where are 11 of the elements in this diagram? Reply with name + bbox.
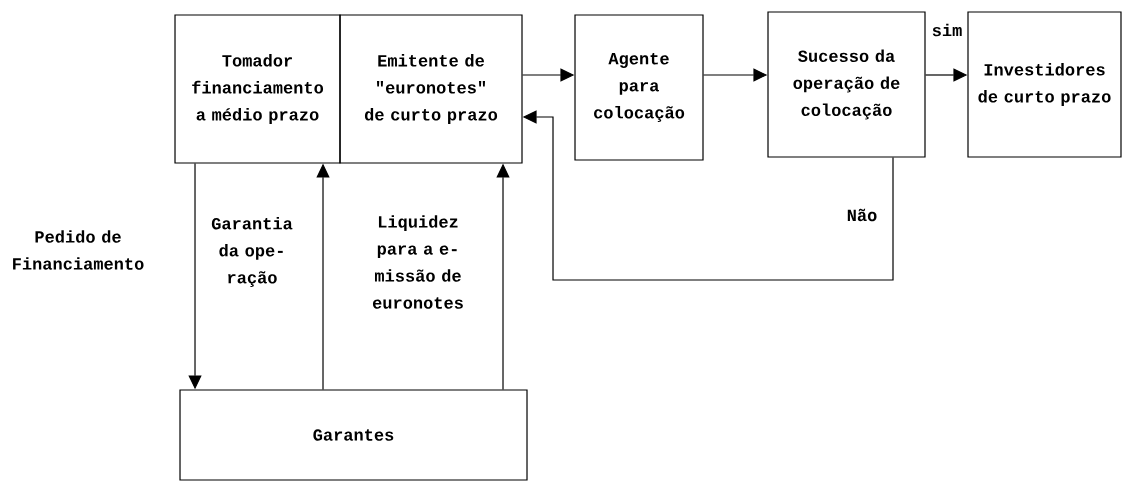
edge-label: sim [932,23,962,37]
process-box: Agente para colocação [574,14,704,161]
decision-box: Sucesso da operação de colocação [767,11,926,158]
edge-label: Não [847,208,877,222]
edge-label: Garantia da ope- ração [211,217,293,287]
edge-label: Liquidez para a e- missão de euronotes [372,215,463,309]
process-box: Emitente de "euronotes" de curto prazo [339,14,523,164]
edge-label: Pedido de Financiamento [13,230,144,270]
process-box: Investidores de curto prazo [967,11,1122,158]
process-box: Garantes [179,389,528,481]
process-box: Tomador financiamento a médio prazo [174,14,341,164]
